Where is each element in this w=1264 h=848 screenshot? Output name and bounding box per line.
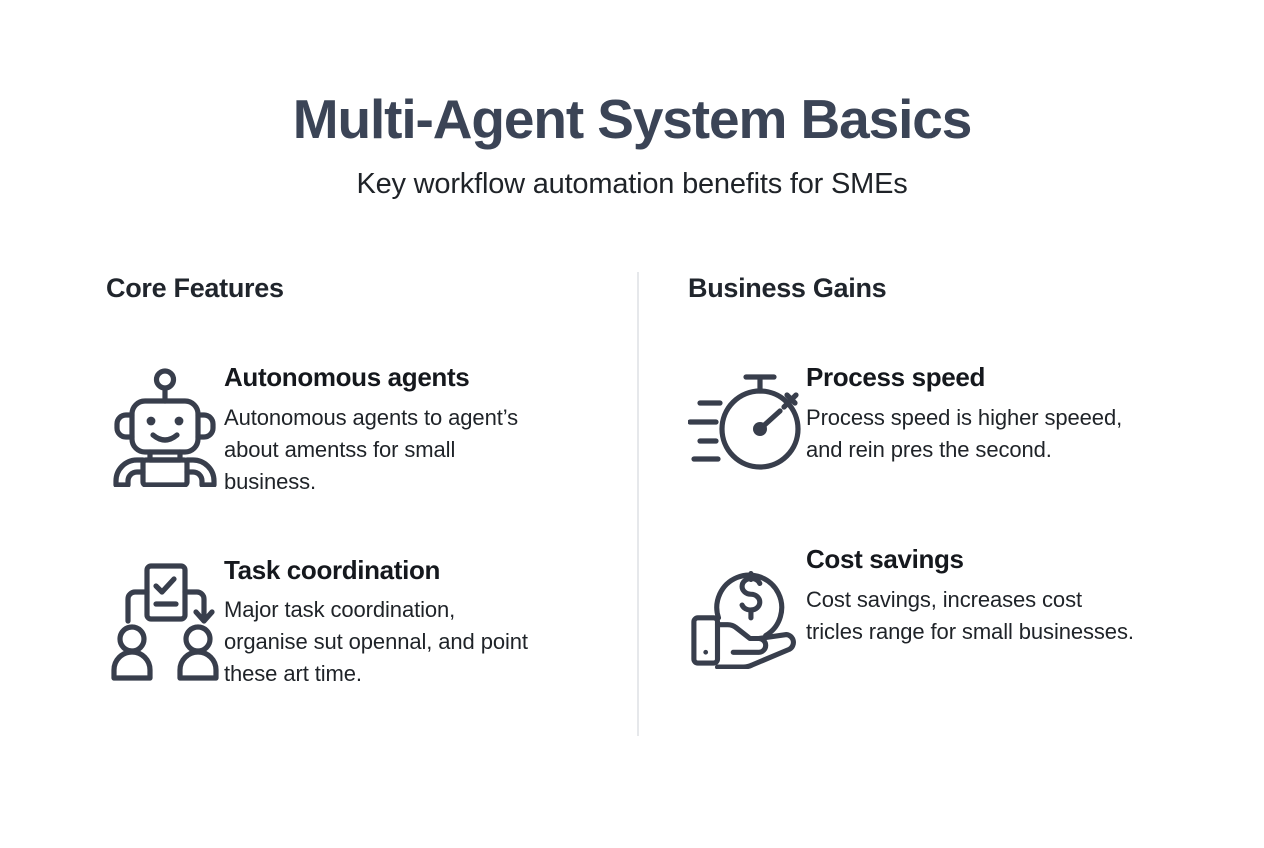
item-description: Cost savings, increases cost tricles ran…	[806, 586, 1134, 644]
hand-coin-icon	[688, 543, 806, 669]
list-item-text: Autonomous agents Autonomous agents to a…	[224, 361, 544, 498]
column-divider	[637, 272, 639, 736]
header: Multi-Agent System Basics Key workflow a…	[0, 92, 1264, 201]
column-heading-core-features: Core Features	[106, 273, 284, 303]
stopwatch-icon	[688, 361, 806, 487]
page-subtitle: Key workflow automation benefits for SME…	[356, 168, 908, 200]
list-item-task-coordination: Task coordination Major task coordinatio…	[106, 554, 606, 691]
item-title: Process speed	[806, 362, 985, 392]
list-item-text: Process speed Process speed is higher sp…	[806, 361, 1136, 466]
list-item-cost-savings: Cost savings Cost savings, increases cos…	[688, 543, 1188, 669]
page-title: Multi-Agent System Basics	[292, 88, 973, 150]
item-description: Process speed is higher speeed, and rein…	[806, 404, 1123, 462]
column-heading-business-gains: Business Gains	[688, 273, 887, 303]
item-title: Autonomous agents	[224, 362, 470, 392]
feature-list-gains: Process speed Process speed is higher sp…	[688, 361, 1188, 669]
item-title: Cost savings	[806, 544, 964, 574]
item-title: Task coordination	[224, 554, 441, 585]
list-item-autonomous-agents: Autonomous agents Autonomous agents to a…	[106, 361, 606, 498]
list-item-process-speed: Process speed Process speed is higher sp…	[688, 361, 1188, 487]
item-description: Autonomous agents to agent’s about ament…	[224, 404, 519, 494]
feature-list-core: Autonomous agents Autonomous agents to a…	[106, 361, 606, 690]
item-description: Major task coordination, organise sut op…	[224, 597, 528, 687]
column-core-features: Core Features	[106, 272, 606, 690]
list-item-text: Task coordination Major task coordinatio…	[224, 554, 544, 691]
columns-area: Core Features	[0, 272, 1264, 742]
task-coordination-icon	[106, 554, 224, 681]
column-business-gains: Business Gains	[688, 272, 1188, 669]
robot-icon	[106, 361, 224, 487]
list-item-text: Cost savings Cost savings, increases cos…	[806, 543, 1136, 648]
